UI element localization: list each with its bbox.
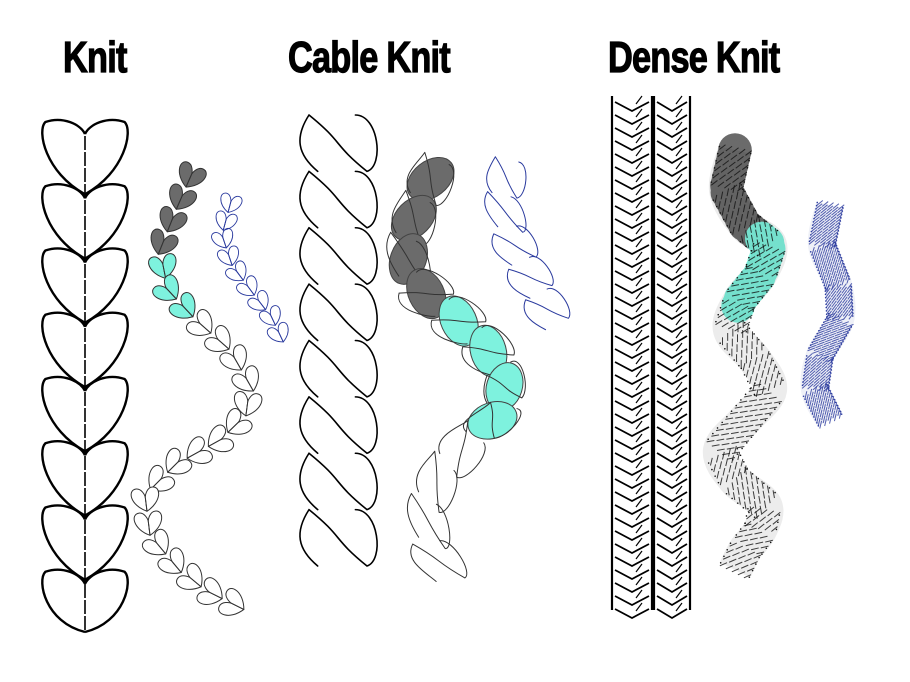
cable-knit-straight-sample [299,114,378,567]
cable-knit-curved-sample [386,151,526,582]
dense-knit-blue-sample [800,200,856,429]
title-dense-knit: Dense Knit [608,33,781,82]
dense-knit-curved-sample [702,133,788,579]
knit-straight-sample [41,118,129,634]
title-cable-knit: Cable Knit [288,33,452,82]
cable-knit-blue-sample [484,156,571,331]
dense-knit-straight-sample [610,95,692,620]
knit-curved-sample [130,161,263,616]
knit-blue-sample [211,192,289,343]
title-knit: Knit [63,33,128,82]
